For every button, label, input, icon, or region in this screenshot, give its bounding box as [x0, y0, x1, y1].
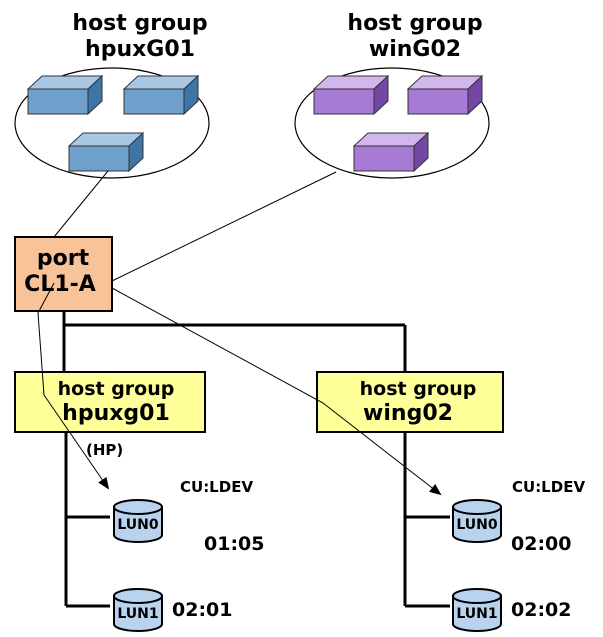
lun-cylinder: LUN1	[113, 588, 163, 632]
port-name: CL1-A	[24, 272, 96, 297]
win-host-server-icon	[352, 131, 430, 173]
lun-name: LUN0	[456, 517, 498, 533]
win-path-arrow	[111, 287, 442, 496]
ldev-id: 01:05	[204, 533, 264, 555]
port-label: port	[37, 246, 90, 271]
hpux-host-server-icon	[26, 74, 104, 116]
ldev-id: 02:00	[511, 533, 571, 555]
port-box	[14, 236, 113, 312]
hpux-to-port-line	[53, 170, 109, 238]
win-host-server-icon	[312, 74, 390, 116]
hpux-host-server-icon	[122, 74, 200, 116]
hpux-hostgroup-name: hpuxG01	[85, 37, 195, 62]
hpuxg01-title: host group	[58, 378, 175, 400]
win-hostgroup-name: winG02	[369, 37, 461, 62]
lun-cylinder: LUN0	[452, 499, 502, 543]
tree-connector-lines	[62, 311, 450, 608]
lun-cylinder: LUN0	[113, 499, 163, 543]
win-hostgroup-title: host group	[347, 11, 482, 36]
lun-name: LUN0	[117, 517, 159, 533]
cu-ldev-header-left: CU:LDEV	[180, 478, 253, 496]
wing02-title: host group	[360, 378, 477, 400]
lun-name: LUN1	[456, 606, 497, 622]
cu-ldev-header-right: CU:LDEV	[512, 478, 585, 496]
hpux-host-server-icon	[67, 131, 145, 173]
hpux-path-arrow	[37, 282, 110, 490]
hpuxg01-host-group-box	[14, 371, 206, 433]
hpux-hostgroup-title: host group	[72, 11, 207, 36]
hpuxg01-name: hpuxg01	[62, 401, 170, 426]
lun-name: LUN1	[117, 606, 158, 622]
win-host-server-icon	[406, 74, 484, 116]
ldev-id: 02:02	[511, 599, 571, 621]
ldev-id: 02:01	[172, 599, 232, 621]
wing02-name: wing02	[363, 401, 453, 426]
lun-cylinder: LUN1	[452, 588, 502, 632]
win-to-port-line	[111, 171, 337, 282]
hp-mode-label: (HP)	[86, 441, 123, 459]
